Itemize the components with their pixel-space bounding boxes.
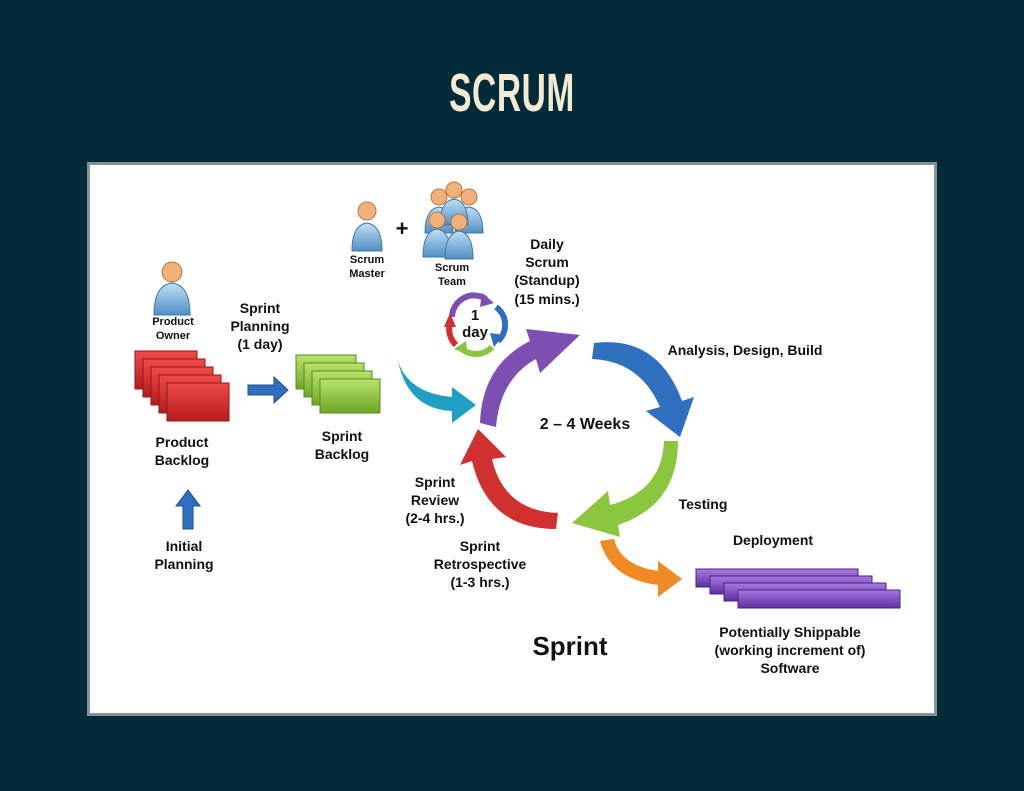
plus-sign: + xyxy=(395,216,409,241)
sprint-duration-label: 2 – 4 Weeks xyxy=(539,416,631,433)
potentially-shippable-label: Potentially Shippable (working increment… xyxy=(714,624,866,677)
sprint-planning-label: Sprint Planning (1 day) xyxy=(230,300,290,353)
daily-cycle-icon xyxy=(444,292,509,357)
testing-label: Testing xyxy=(678,496,728,512)
scrum-master-label: Scrum Master xyxy=(349,254,385,281)
sprint-backlog-stack-icon xyxy=(295,354,381,414)
scrum-diagram: Product Owner Product Backlog Initial Pl… xyxy=(87,162,937,716)
deployment-label: Deployment xyxy=(732,532,814,548)
up-arrow-icon xyxy=(175,489,201,530)
product-backlog-label: Product Backlog xyxy=(154,434,210,469)
diagram-artwork xyxy=(134,181,901,609)
scrum-team-label: Scrum Team xyxy=(434,262,470,289)
teal-entry-arrow-icon xyxy=(398,361,476,423)
analysis-design-build-label: Analysis, Design, Build xyxy=(667,342,823,358)
product-owner-label: Product Owner xyxy=(152,316,194,343)
sprint-caption: Sprint xyxy=(532,631,608,661)
daily-scrum-label: Daily Scrum (Standup) (15 mins.) xyxy=(514,236,580,307)
scrum-team-icon xyxy=(422,181,484,260)
deployment-bars-icon xyxy=(695,568,901,609)
sprint-review-label: Sprint Review (2-4 hrs.) xyxy=(405,474,465,527)
sprint-retrospective-label: Sprint Retrospective (1-3 hrs.) xyxy=(433,538,527,591)
product-owner-icon xyxy=(153,261,191,316)
one-day-label: 1 day xyxy=(462,307,488,342)
right-arrow-icon xyxy=(247,375,289,405)
sprint-backlog-label: Sprint Backlog xyxy=(314,428,370,463)
scrum-master-icon xyxy=(351,201,383,252)
sprint-cycle-icon xyxy=(460,329,694,537)
deployment-arrow-icon xyxy=(600,539,682,597)
initial-planning-label: Initial Planning xyxy=(154,538,214,573)
product-backlog-stack-icon xyxy=(134,350,230,422)
slide-title: SCRUM xyxy=(449,63,575,123)
